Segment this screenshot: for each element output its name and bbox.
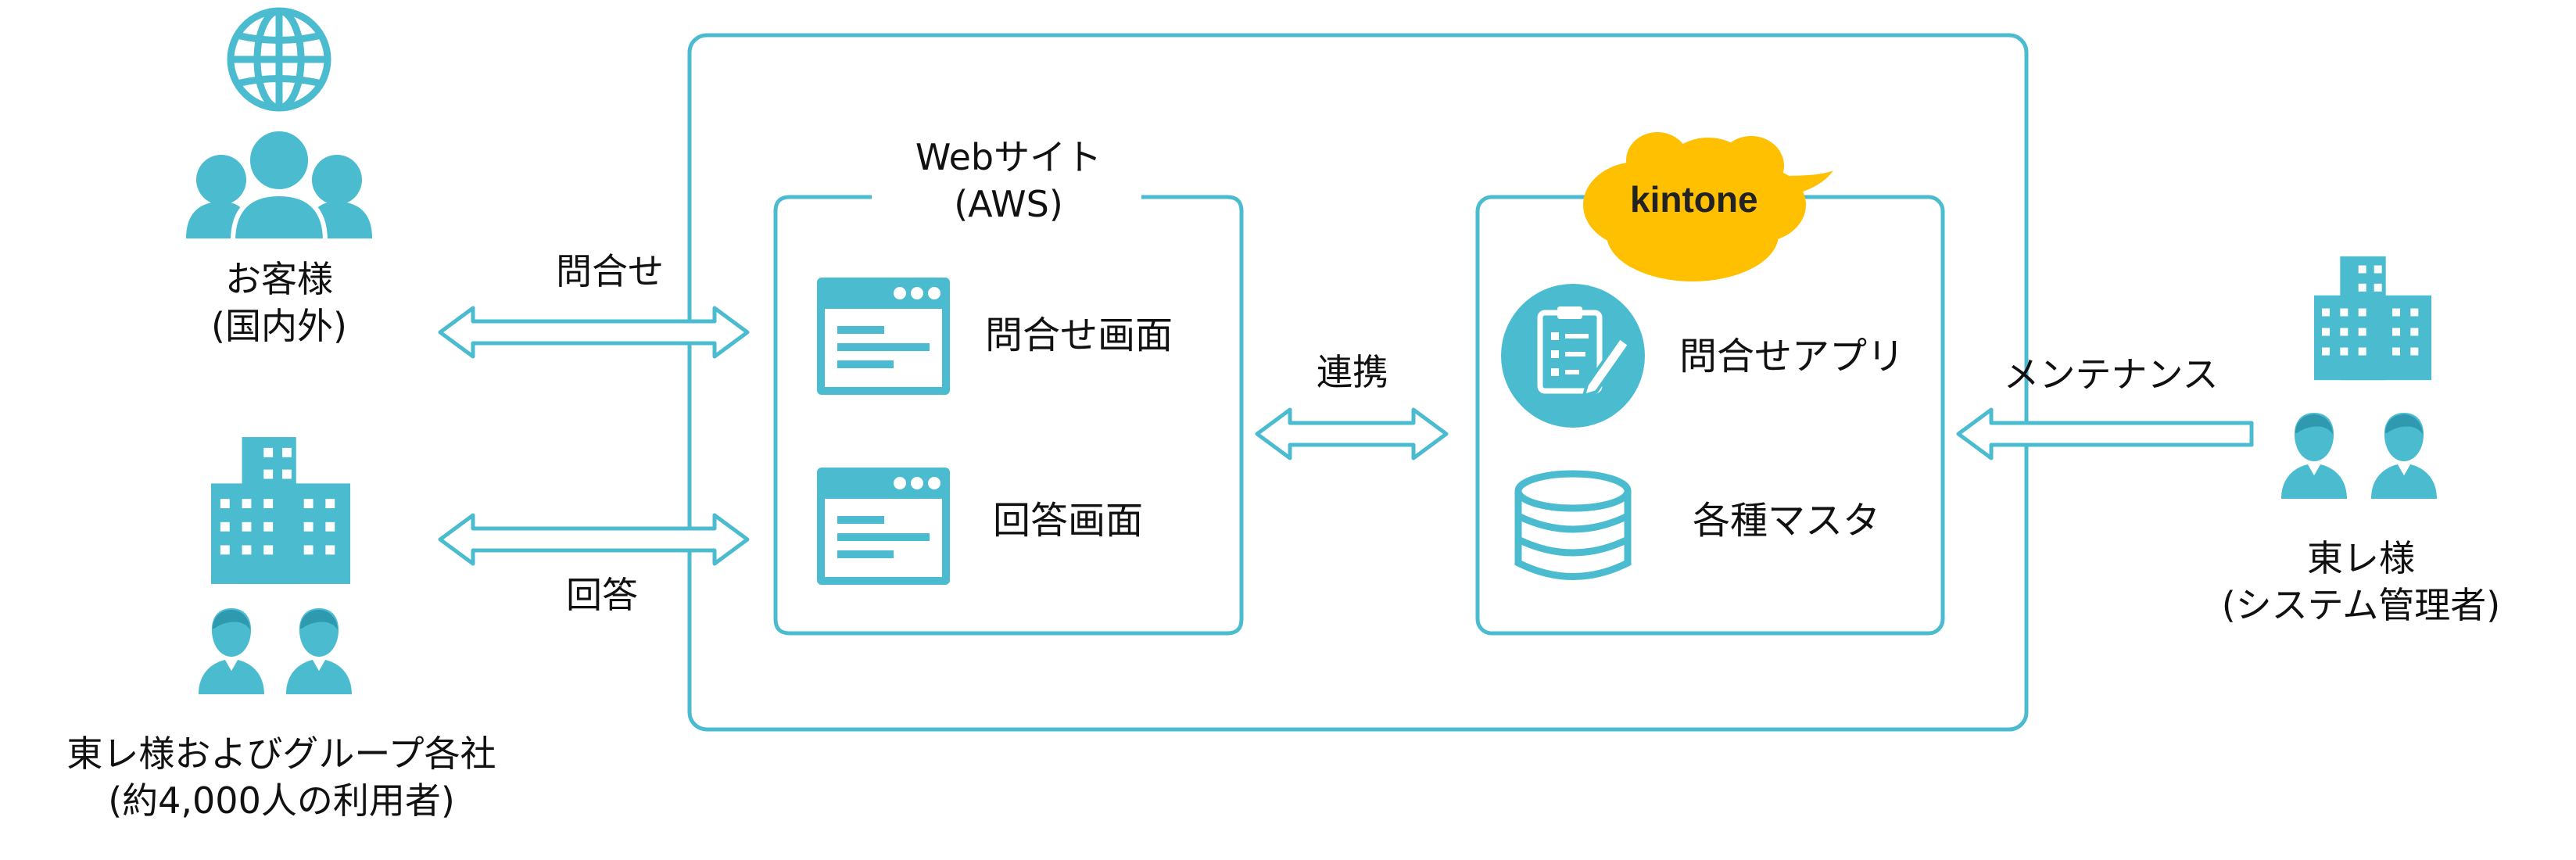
kintone-cloud-logo [1583, 132, 1833, 281]
customers-label-line1: お客様 [225, 258, 333, 300]
admin-label: 東レ様 (システム管理者) [2181, 536, 2541, 629]
website-title-line2: (AWS) [954, 182, 1063, 225]
group-person-right-icon [286, 608, 352, 694]
answer-double-arrow[interactable] [438, 513, 750, 566]
link-double-arrow[interactable] [1255, 407, 1449, 460]
group-building-icon [211, 437, 350, 584]
website-title: Webサイト (AWS) [876, 134, 1141, 228]
admin-person-left-icon [2281, 413, 2347, 499]
answer-screen-icon [817, 468, 950, 585]
checklist-clipboard-icon [1501, 284, 1645, 428]
group-label-line1: 東レ様およびグループ各社 [66, 733, 496, 775]
group-label: 東レ様およびグループ各社 (約4,000人の利用者) [16, 731, 547, 825]
admin-person-right-icon [2371, 413, 2437, 499]
maintenance-arrow-label: メンテナンス [2003, 353, 2219, 396]
customers-people-icon [186, 127, 372, 243]
website-box [773, 195, 1244, 636]
maintenance-arrow[interactable] [1956, 407, 2254, 460]
customers-label: お客様 (国内外) [181, 256, 377, 350]
inquiry-screen-label: 問合せ画面 [985, 314, 1173, 357]
inquiry-arrow-label: 問合せ [556, 250, 664, 292]
answer-screen-label: 回答画面 [993, 499, 1144, 543]
answer-arrow-label: 回答 [566, 574, 638, 616]
admin-building-icon [2314, 256, 2431, 381]
kintone-logo-text: kintone [1630, 179, 1758, 220]
inquiry-double-arrow[interactable] [438, 306, 750, 359]
system-frame [687, 33, 2029, 732]
customers-label-line2: (国内外) [211, 304, 347, 347]
group-label-line2: (約4,000人の利用者) [108, 779, 455, 822]
admin-label-line1: 東レ様 [2307, 537, 2415, 579]
link-arrow-label: 連携 [1317, 351, 1388, 393]
admin-label-line2: (システム管理者) [2221, 583, 2501, 626]
group-person-left-icon [199, 608, 264, 694]
database-icon [1514, 470, 1632, 580]
website-title-line1: Webサイト [915, 136, 1102, 178]
globe-icon [227, 7, 331, 112]
masters-label: 各種マスタ [1693, 499, 1881, 543]
inquiry-app-label: 問合せアプリ [1679, 335, 1905, 378]
inquiry-screen-icon [817, 278, 950, 395]
